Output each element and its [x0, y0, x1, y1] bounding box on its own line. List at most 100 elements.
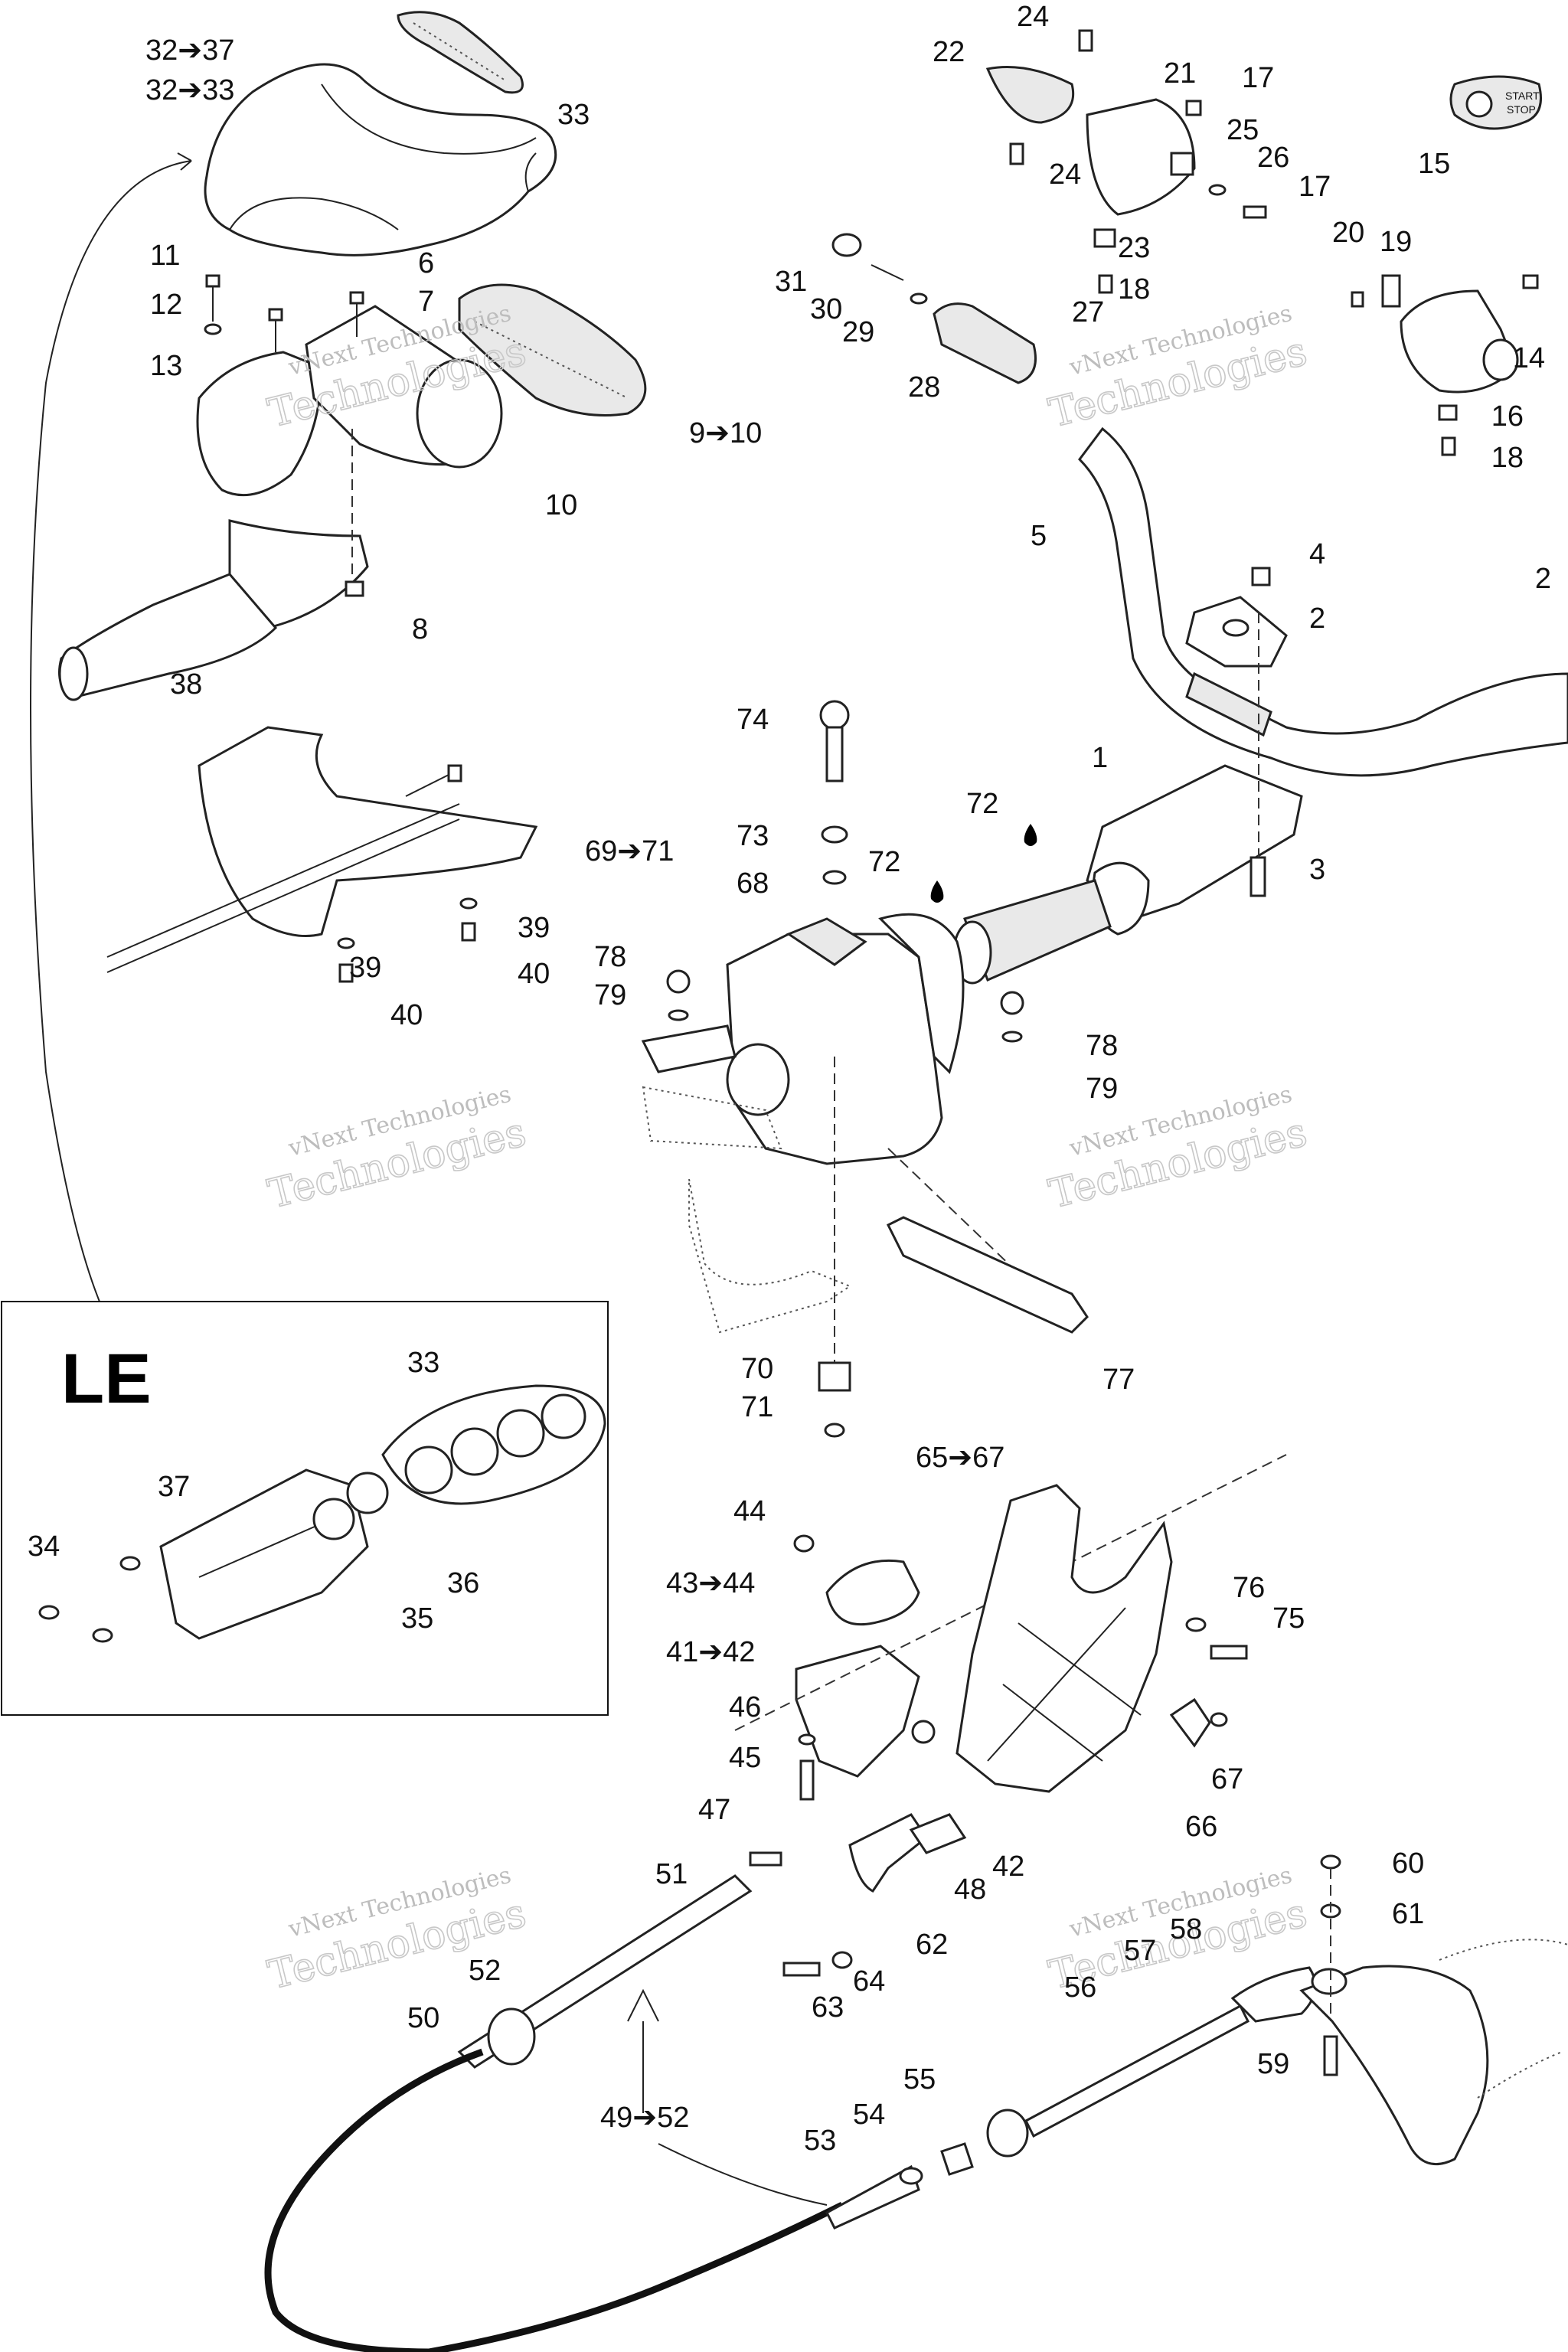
part-callout: 34	[28, 1530, 60, 1563]
part-callout: 79	[1086, 1073, 1118, 1105]
part-callout: 62	[916, 1929, 948, 1961]
part-callout: 65➔67	[916, 1442, 1004, 1474]
bracket-clamp-43	[793, 1534, 920, 1626]
part-callout: 2	[1309, 603, 1325, 635]
part-callout: 61	[1392, 1898, 1424, 1930]
part-callout: 54	[853, 2099, 885, 2131]
part-callout: 72	[868, 846, 900, 878]
part-callout: 30	[810, 293, 842, 325]
part-callout: 70	[741, 1353, 773, 1385]
part-callout: 78	[1086, 1030, 1118, 1062]
part-callout: 2	[1535, 563, 1551, 595]
button-label-start: START	[1505, 90, 1540, 102]
part-callout: 71	[741, 1391, 773, 1423]
oil-drop-icons	[930, 824, 1037, 903]
part-callout: 15	[1418, 148, 1450, 180]
part-callout: 23	[1118, 232, 1150, 264]
part-callout: 69➔71	[585, 835, 674, 867]
part-callout: 63	[812, 1991, 844, 2024]
part-callout: 39	[518, 912, 550, 944]
part-callout: 41➔42	[666, 1636, 755, 1668]
part-callout: 51	[655, 1858, 688, 1890]
part-callout: 60	[1392, 1847, 1424, 1880]
part-callout: 57	[1124, 1935, 1156, 1967]
part-callout: 24	[1049, 158, 1081, 191]
start-stop-button-15: START STOP	[1449, 75, 1542, 130]
part-callout: 67	[1211, 1763, 1243, 1795]
part-callout: 77	[1102, 1364, 1135, 1396]
steering-lever-58	[1299, 1854, 1568, 2166]
part-callout: 14	[1513, 342, 1545, 374]
steering-cable-49	[264, 1874, 1317, 2352]
part-callout: 68	[737, 867, 769, 900]
part-callout: 18	[1118, 273, 1150, 305]
pad-insert-33	[397, 11, 524, 94]
part-callout: 75	[1272, 1602, 1305, 1635]
steering-column-housing	[641, 913, 1089, 1438]
ball-stud-74	[819, 700, 850, 885]
switch-housing-21	[985, 29, 1267, 294]
part-callout: 78	[594, 941, 626, 973]
part-callout: 3	[1309, 854, 1325, 886]
le-inset-frame	[1, 1301, 609, 1716]
part-callout: 22	[933, 36, 965, 68]
part-callout: 48	[954, 1873, 986, 1906]
part-callout: 45	[729, 1742, 761, 1774]
part-callout: 49➔52	[600, 2102, 689, 2134]
grip-28	[831, 233, 1037, 384]
steering-arm-62	[734, 1454, 1287, 1977]
part-callout: 33	[557, 99, 590, 131]
part-callout: 53	[804, 2125, 836, 2157]
part-callout: 52	[469, 1955, 501, 1987]
leader-arc	[30, 160, 192, 1302]
steering-plate-65	[956, 1484, 1248, 1793]
part-callout: 43➔44	[666, 1567, 755, 1599]
part-callout: 72	[966, 788, 998, 820]
part-callout: 76	[1233, 1572, 1265, 1604]
part-callout: 35	[401, 1602, 433, 1635]
part-callout: 27	[1072, 296, 1104, 328]
part-callout: 50	[407, 2002, 439, 2034]
part-callout: 7	[418, 286, 434, 318]
part-callout: 64	[853, 1965, 885, 1998]
part-callout: 5	[1031, 520, 1047, 552]
part-callout: 55	[903, 2063, 936, 2096]
part-callout: 4	[1309, 538, 1325, 570]
part-callout: 12	[150, 289, 182, 321]
part-callout: 44	[733, 1495, 766, 1527]
part-callout: 13	[150, 350, 182, 382]
part-callout: 21	[1164, 57, 1196, 90]
part-callout: 17	[1242, 62, 1274, 94]
part-callout: 79	[594, 979, 626, 1011]
part-callout: 19	[1380, 226, 1412, 258]
steering-stem-1	[952, 612, 1303, 985]
handlebar-clamp-2	[1185, 567, 1288, 668]
part-callout: 6	[418, 247, 434, 279]
part-callout: 18	[1491, 442, 1524, 474]
part-callout: 38	[170, 668, 202, 701]
part-callout: 20	[1332, 217, 1364, 249]
part-callout: 24	[1017, 1, 1049, 33]
le-switch-panel-33	[381, 1384, 606, 1505]
button-label-stop: STOP	[1507, 103, 1536, 116]
part-callout: 25	[1227, 114, 1259, 146]
part-callout: 11	[150, 240, 180, 272]
part-callout: 37	[158, 1471, 190, 1503]
left-grip-housing	[58, 305, 503, 701]
part-callout: 40	[390, 999, 423, 1031]
bracket-clamp-41	[749, 1645, 920, 1867]
part-callout: 16	[1491, 400, 1524, 433]
part-callout: 40	[518, 958, 550, 990]
part-callout: 32➔37	[145, 34, 234, 67]
part-callout: 66	[1185, 1811, 1217, 1843]
part-callout: 59	[1257, 2048, 1289, 2080]
part-callout: 26	[1257, 142, 1289, 174]
part-callout: 28	[908, 371, 940, 403]
small-screws-top-left	[204, 274, 364, 597]
part-callout: 74	[737, 704, 769, 736]
part-callout: 39	[349, 952, 381, 984]
part-callout: 1	[1092, 742, 1108, 774]
part-callout: 42	[992, 1851, 1024, 1883]
